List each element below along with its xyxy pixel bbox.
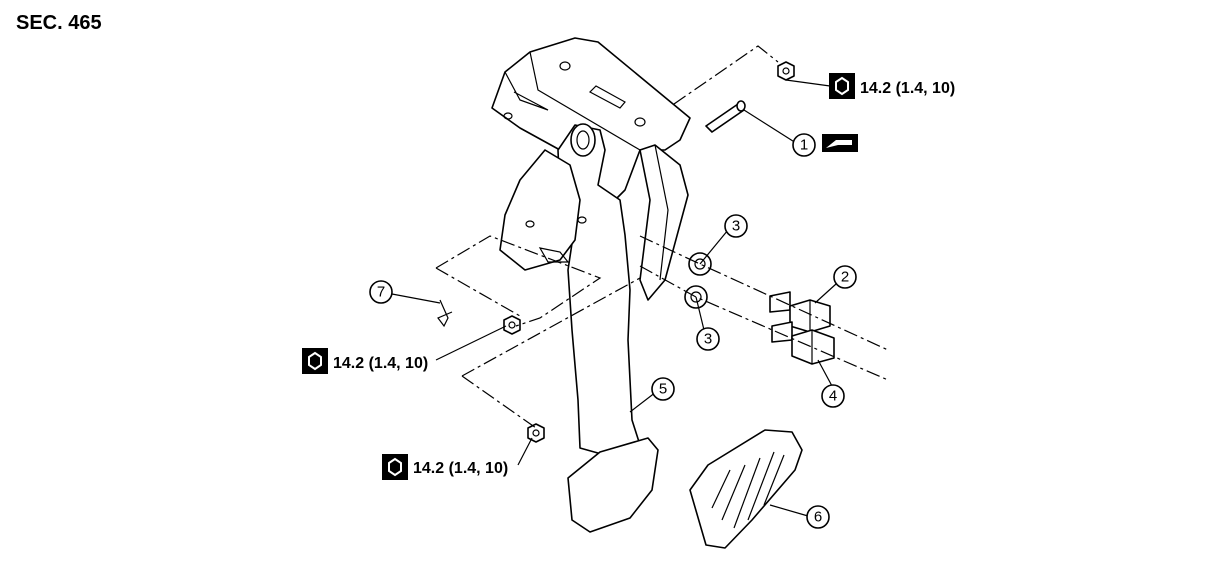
pedal-pad-cover	[689, 429, 803, 549]
callout-6: 6	[806, 505, 830, 529]
torque-label-top: 14.2 (1.4, 10)	[860, 80, 955, 97]
svg-text:7: 7	[377, 284, 385, 301]
svg-text:1: 1	[800, 137, 808, 154]
svg-text:6: 6	[814, 509, 822, 526]
callout-5: 5	[651, 377, 675, 401]
svg-text:3: 3	[704, 331, 712, 348]
torque-spec-top: 14.2 (1.4, 10)	[829, 73, 955, 99]
pedal-arm	[499, 123, 641, 456]
svg-text:3: 3	[732, 218, 740, 235]
svg-text:5: 5	[659, 381, 667, 398]
svg-text:4: 4	[829, 388, 837, 405]
callout-7: 7	[369, 280, 393, 304]
clip	[437, 299, 453, 328]
nut-middle	[503, 315, 521, 335]
assembly-lines	[435, 45, 889, 429]
leader-lines	[391, 79, 837, 517]
callout-3-upper: 3	[724, 214, 748, 238]
callout-3-lower: 3	[696, 327, 720, 351]
brake-pedal-position-switch	[771, 321, 835, 365]
nut-bottom	[527, 423, 545, 443]
svg-text:2: 2	[841, 269, 849, 286]
torque-spec-bottom: 14.2 (1.4, 10)	[382, 454, 508, 480]
nut-top	[777, 61, 795, 81]
torque-label-bottom: 14.2 (1.4, 10)	[413, 460, 508, 477]
grease-icon	[822, 134, 858, 152]
torque-label-middle: 14.2 (1.4, 10)	[333, 355, 428, 372]
callout-1: 1	[792, 133, 816, 157]
torque-spec-middle: 14.2 (1.4, 10)	[302, 348, 428, 374]
pedal-pad-mount	[567, 437, 659, 533]
section-label: SEC. 465	[16, 12, 102, 34]
stop-lamp-switch	[769, 291, 831, 333]
callout-2: 2	[833, 265, 857, 289]
callout-4: 4	[821, 384, 845, 408]
